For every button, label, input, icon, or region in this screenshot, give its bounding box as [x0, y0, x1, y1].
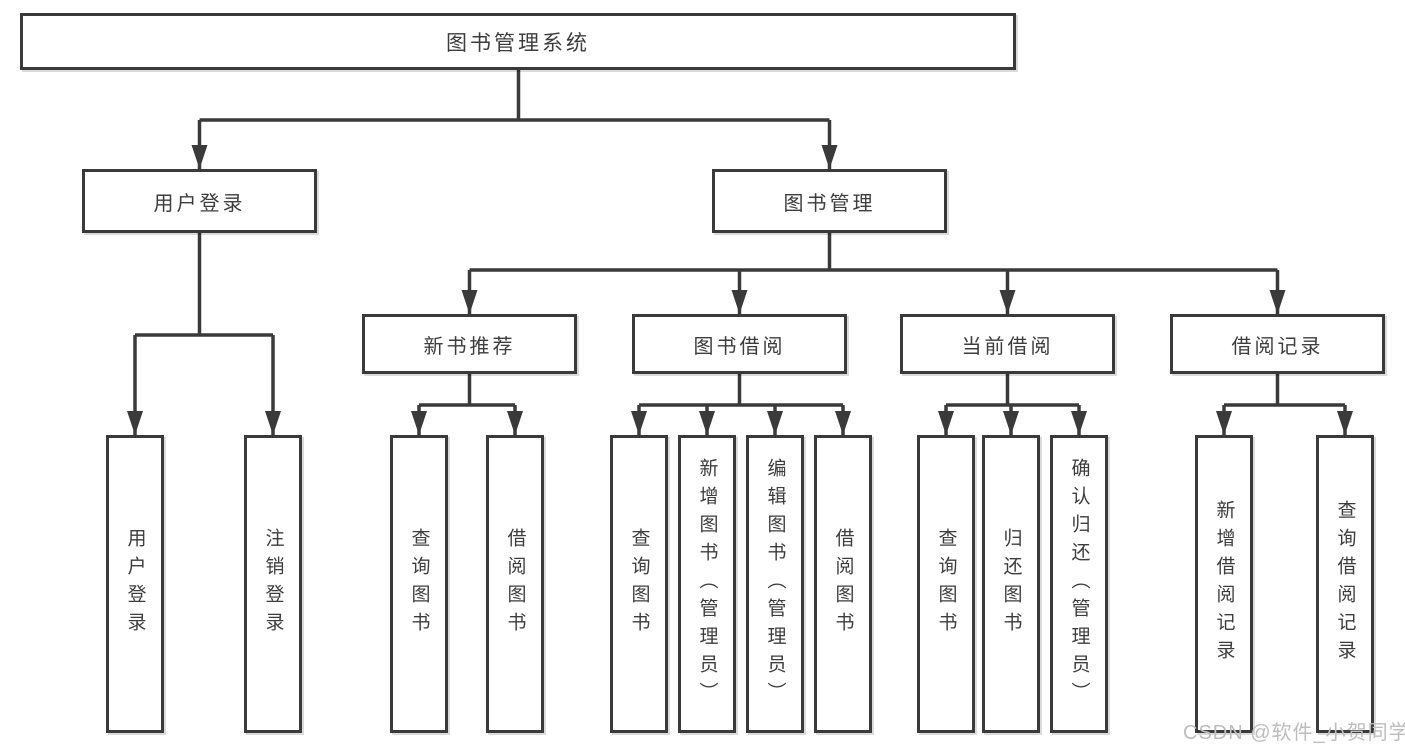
- leaf-logout-label: 注销登录: [262, 528, 284, 640]
- leaf-logout: 注销登录: [244, 435, 302, 733]
- node-new-books-label: 新书推荐: [423, 335, 516, 358]
- watermark: CSDN @软件_小贺同学: [1183, 722, 1405, 744]
- leaf-borrow-books-1-label: 借阅图书: [504, 528, 526, 640]
- leaf-borrow-books-1: 借阅图书: [486, 435, 544, 733]
- leaf-borrow-books-2: 借阅图书: [814, 435, 872, 733]
- leaf-user-login: 用户登录: [106, 435, 164, 733]
- leaf-return-book: 归还图书: [982, 435, 1040, 733]
- leaf-query-books-3: 查询图书: [917, 435, 975, 733]
- leaf-edit-book-label: 编辑图书（管理员）: [764, 458, 786, 710]
- leaf-add-book: 新增图书（管理员）: [678, 435, 736, 733]
- leaf-query-books-1-label: 查询图书: [408, 528, 430, 640]
- node-root: 图书管理系统: [20, 13, 1016, 70]
- leaf-user-login-label: 用户登录: [124, 528, 146, 640]
- node-borrow-records-label: 借阅记录: [1231, 335, 1324, 358]
- leaf-query-record-label: 查询借阅记录: [1334, 500, 1356, 668]
- node-root-label: 图书管理系统: [446, 31, 590, 55]
- leaf-edit-book: 编辑图书（管理员）: [746, 435, 804, 733]
- node-user-login: 用户登录: [82, 169, 317, 233]
- leaf-query-books-2-label: 查询图书: [628, 528, 650, 640]
- leaf-confirm-return-label: 确认归还（管理员）: [1068, 458, 1090, 710]
- leaf-query-record: 查询借阅记录: [1316, 435, 1374, 733]
- node-new-books: 新书推荐: [362, 314, 577, 374]
- leaf-add-record-label: 新增借阅记录: [1213, 500, 1235, 668]
- leaf-return-book-label: 归还图书: [1000, 528, 1022, 640]
- leaf-borrow-books-2-label: 借阅图书: [832, 528, 854, 640]
- node-book-mgmt: 图书管理: [712, 169, 947, 233]
- leaf-add-book-label: 新增图书（管理员）: [696, 458, 718, 710]
- node-user-login-label: 用户登录: [153, 192, 246, 215]
- node-current-borrow: 当前借阅: [900, 314, 1115, 374]
- leaf-confirm-return: 确认归还（管理员）: [1050, 435, 1108, 733]
- node-book-borrow: 图书借阅: [632, 314, 847, 374]
- connector-paths: [133, 70, 1347, 435]
- node-borrow-records: 借阅记录: [1170, 314, 1385, 374]
- leaf-query-books-3-label: 查询图书: [935, 528, 957, 640]
- node-book-borrow-label: 图书借阅: [693, 335, 786, 358]
- arrowheads: [127, 145, 1353, 435]
- node-book-mgmt-label: 图书管理: [783, 192, 876, 215]
- node-current-borrow-label: 当前借阅: [961, 335, 1054, 358]
- leaf-add-record: 新增借阅记录: [1195, 435, 1253, 733]
- leaf-query-books-1: 查询图书: [390, 435, 448, 733]
- leaf-query-books-2: 查询图书: [610, 435, 668, 733]
